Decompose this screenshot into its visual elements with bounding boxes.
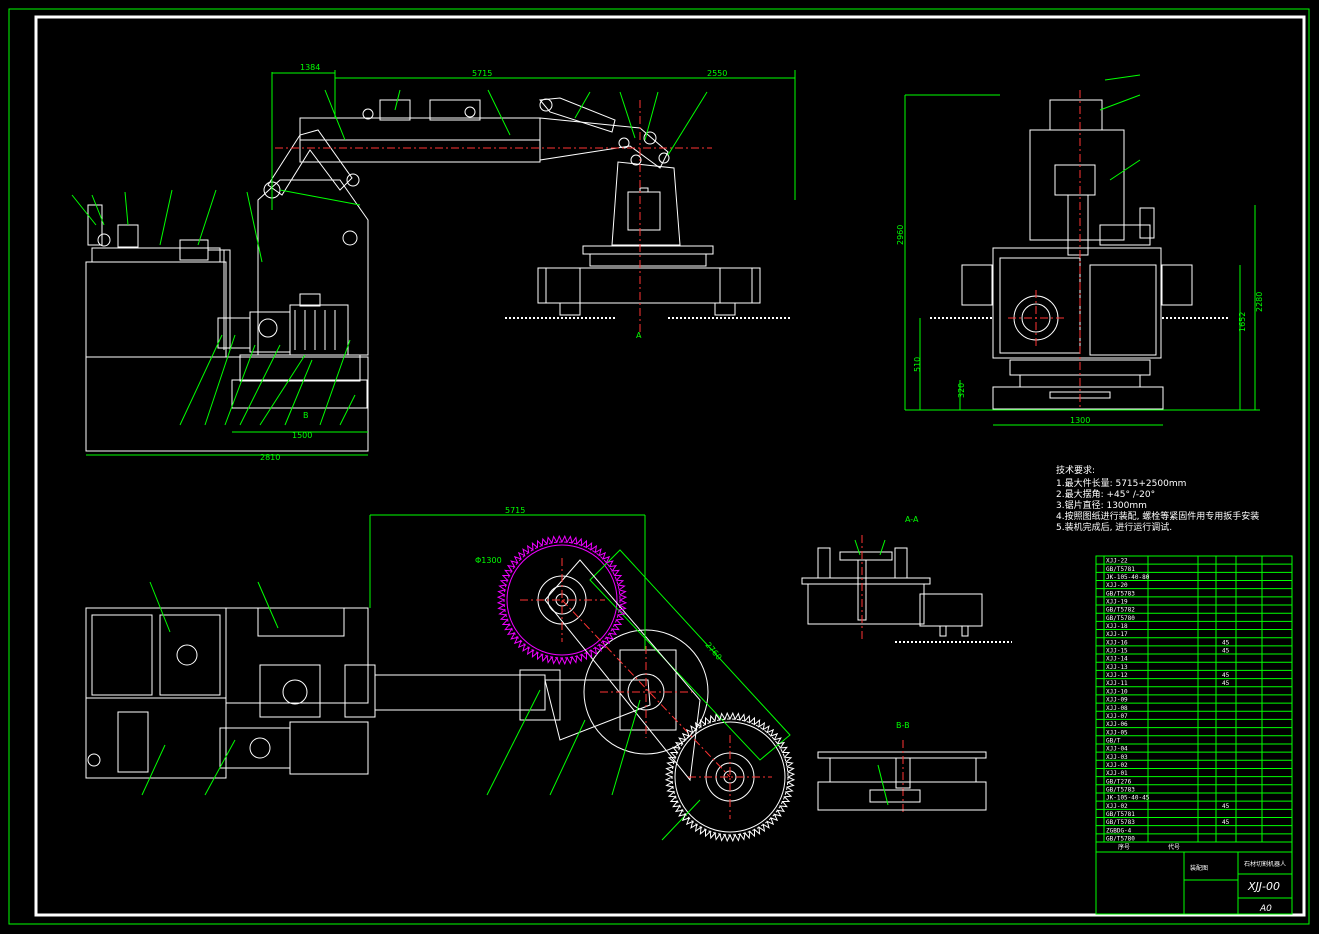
parts-row-code: XJJ-04 <box>1106 746 1128 753</box>
saw-teeth-lower <box>664 711 796 843</box>
dim-side-height: 2960 <box>896 225 905 245</box>
section-view-b: B-B <box>817 721 987 815</box>
tech-heading: 技术要求: <box>1056 464 1095 476</box>
title-drawing-number: XJJ-00 <box>1247 880 1280 893</box>
parts-row-code: GB/T5781 <box>1106 566 1135 573</box>
hydraulic-tank <box>85 261 227 358</box>
parts-row-material: 45 <box>1222 648 1230 655</box>
title-block: 石材切割机器人 XJJ-00 A0 装配图 序号 代号 <box>1095 841 1293 915</box>
parts-row-code: GB/T5783 <box>1106 819 1135 826</box>
dim-top-left: 1384 <box>300 63 320 72</box>
title-company: 装配图 <box>1190 864 1208 872</box>
parts-row-material: 45 <box>1222 803 1230 810</box>
dim-top-span: 5715 <box>472 69 492 78</box>
parts-row-code: XJJ-05 <box>1106 729 1128 736</box>
dim-side-height2: 2280 <box>1255 292 1264 312</box>
parts-row-code: XJJ-06 <box>1106 721 1128 728</box>
parts-row-code: XJJ-17 <box>1106 631 1128 638</box>
parts-row-code: XJJ-14 <box>1106 656 1128 663</box>
parts-row-code: XJJ-10 <box>1106 688 1128 695</box>
parts-row-code: GB/T5780 <box>1106 836 1135 843</box>
parts-row-code: XJJ-20 <box>1106 582 1128 589</box>
saw-head-bracket <box>611 161 681 246</box>
parts-row-code: XJJ-16 <box>1106 639 1128 646</box>
parts-row-code: XJJ-03 <box>1106 754 1128 761</box>
parts-header-code: 代号 <box>1168 843 1180 851</box>
parts-row-material: 45 <box>1222 672 1230 679</box>
outer-border <box>8 8 1310 925</box>
inner-frame <box>34 15 1306 917</box>
dim-base-total: 2810 <box>260 453 280 462</box>
parts-row-code: XJJ-07 <box>1106 713 1128 720</box>
parts-row-code: XJJ-01 <box>1106 770 1128 777</box>
parts-row-code: XJJ-09 <box>1106 697 1128 704</box>
title-sheet-size: A0 <box>1259 904 1272 914</box>
side-base <box>992 386 1164 410</box>
parts-row-code: GB/T5780 <box>1106 615 1135 622</box>
saw-carriage <box>537 267 761 304</box>
parts-row-code: XJJ-18 <box>1106 623 1128 630</box>
saw-teeth-upper <box>496 534 628 666</box>
tech-line-3: 3.锯片直径: 1300mm <box>1056 499 1147 511</box>
tech-line-2: 2.最大摆角: +45° /-20° <box>1056 488 1155 500</box>
dim-side-base: 320 <box>957 383 966 398</box>
parts-header-index: 序号 <box>1118 843 1130 851</box>
title-drawing-name: 石材切割机器人 <box>1244 860 1286 868</box>
parts-row-code: GB/T5781 <box>1106 811 1135 818</box>
parts-row-material: 45 <box>1222 639 1230 646</box>
plan-boom <box>374 674 546 711</box>
front-elevation-view: 1384 5715 2550 1500 2810 A B <box>71 63 796 462</box>
parts-row-code: XJJ-08 <box>1106 705 1128 712</box>
dim-top-right: 2550 <box>707 69 727 78</box>
parts-row-code: XJJ-12 <box>1106 672 1128 679</box>
side-motor-housing <box>992 247 1162 359</box>
parts-row-code: XJJ-02 <box>1106 803 1128 810</box>
tech-requirements: 技术要求: 1.最大件长量: 5715+2500mm 2.最大摆角: +45° … <box>1056 464 1259 533</box>
dim-side-low: 510 <box>913 357 922 372</box>
plan-tank <box>85 697 227 779</box>
parts-row-material: 45 <box>1222 680 1230 687</box>
section-a-label: A-A <box>905 515 919 524</box>
section-mark-b: B <box>303 411 309 420</box>
motor <box>289 304 349 356</box>
tech-line-1: 1.最大件长量: 5715+2500mm <box>1056 477 1186 489</box>
parts-row-code: XJJ-22 <box>1106 558 1128 565</box>
plan-view: 5715 2760 Φ1300 <box>85 506 791 841</box>
dim-saw-dia: Φ1300 <box>475 556 502 565</box>
parts-row-code: GB/T5782 <box>1106 607 1135 614</box>
section-view-a: A-A <box>801 515 1012 643</box>
side-elevation-view: 2960 2280 1652 510 320 1300 <box>896 74 1264 426</box>
section-b-label: B-B <box>896 721 910 730</box>
parts-row-code: JK-105-40-45 <box>1106 795 1150 802</box>
dim-base-width: 1500 <box>292 431 312 440</box>
dim-plan-span: 5715 <box>505 506 525 515</box>
dim-side-height3: 1652 <box>1238 312 1247 332</box>
parts-row-code: XJJ-19 <box>1106 599 1128 606</box>
parts-row-code: XJJ-13 <box>1106 664 1128 671</box>
parts-row-code: XJJ-02 <box>1106 762 1128 769</box>
tech-line-4: 4.按照图纸进行装配, 螺栓等紧固件用专用扳手安装 <box>1056 510 1259 522</box>
parts-row-code: GB/T5783 <box>1106 590 1135 597</box>
parts-row-material: 45 <box>1222 819 1230 826</box>
parts-row-code: GB/T276 <box>1106 778 1132 785</box>
parts-list-table: XJJ-22GB/T5781JK-105-40-80XJJ-20GB/T5783… <box>1095 555 1293 843</box>
floor-slab <box>85 356 369 452</box>
parts-row-code: ZGBDG-4 <box>1106 827 1132 834</box>
parts-row-code: GB/T <box>1106 737 1121 744</box>
tech-line-5: 5.装机完成后, 进行运行调试. <box>1056 521 1172 533</box>
parts-row-code: XJJ-11 <box>1106 680 1128 687</box>
arm-column <box>257 179 369 356</box>
parts-row-code: XJJ-15 <box>1106 648 1128 655</box>
section-mark-a: A <box>636 331 642 340</box>
dim-side-base-width: 1300 <box>1070 416 1090 425</box>
parts-row-code: GB/T5783 <box>1106 786 1135 793</box>
parts-row-code: JK-105-40-80 <box>1106 574 1150 581</box>
